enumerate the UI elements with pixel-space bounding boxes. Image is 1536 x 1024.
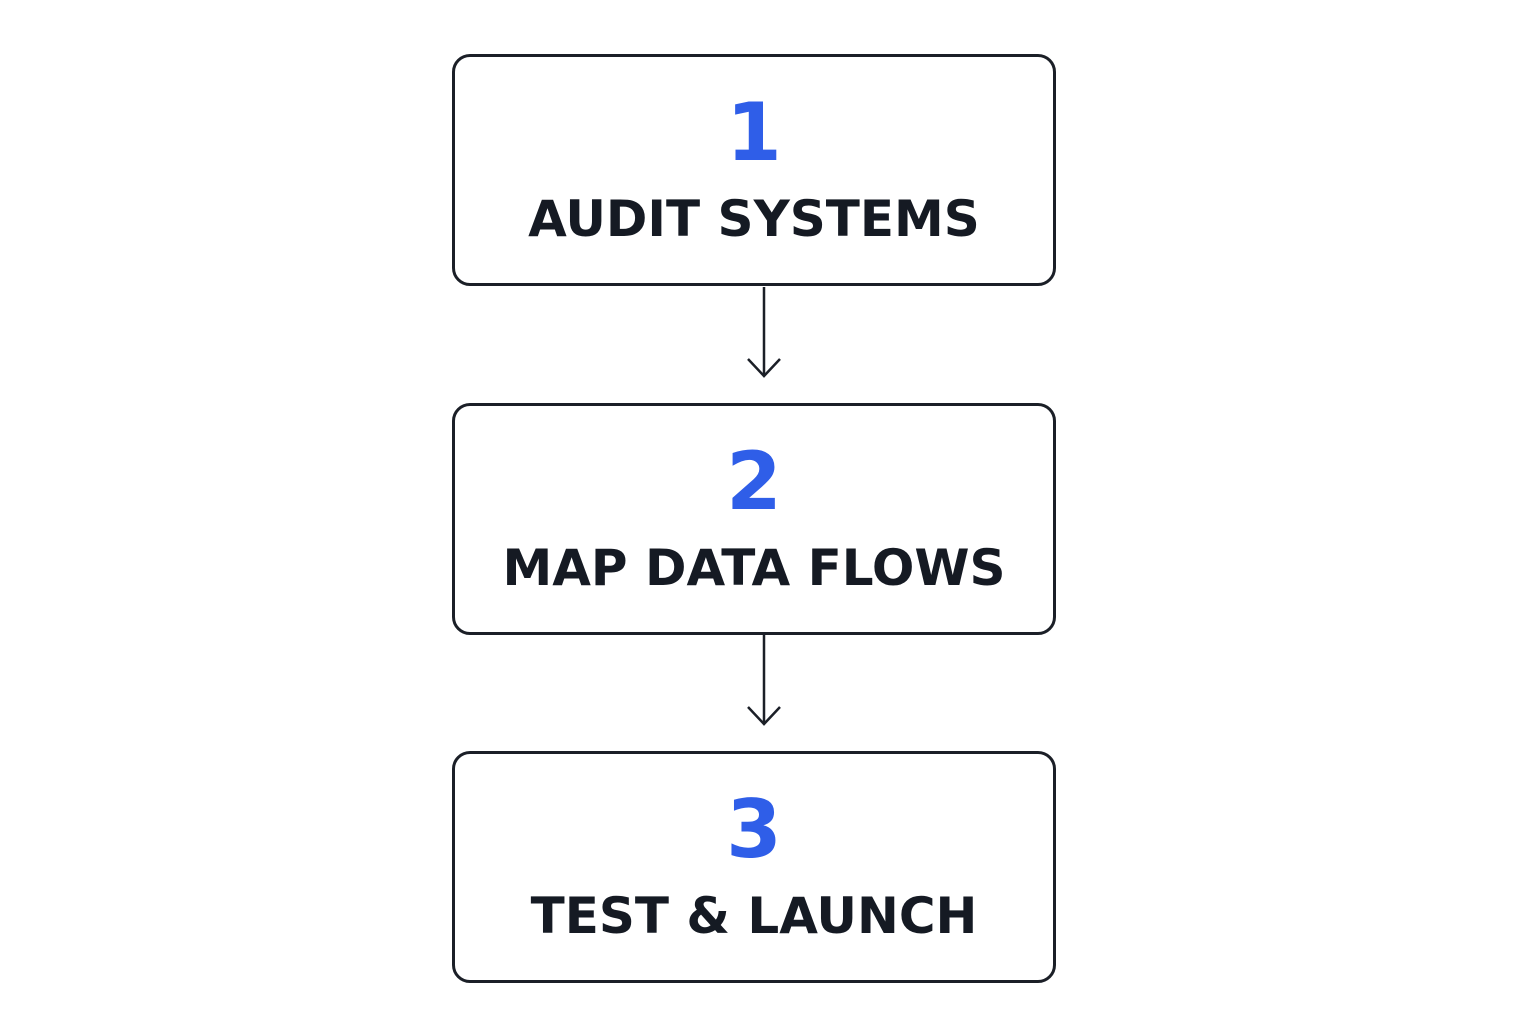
step-number: 2 — [726, 435, 782, 528]
step-label: TEST & LAUNCH — [530, 887, 978, 945]
step-number: 1 — [726, 86, 782, 179]
step-box-test-launch: 3 TEST & LAUNCH — [452, 751, 1056, 983]
step-box-map-data-flows: 2 MAP DATA FLOWS — [452, 403, 1056, 635]
arrow-down-icon — [747, 635, 781, 726]
step-label: AUDIT SYSTEMS — [528, 190, 980, 248]
step-number: 3 — [726, 783, 782, 876]
step-label: MAP DATA FLOWS — [502, 539, 1006, 597]
arrow-down-icon — [747, 287, 781, 378]
step-box-audit-systems: 1 AUDIT SYSTEMS — [452, 54, 1056, 286]
